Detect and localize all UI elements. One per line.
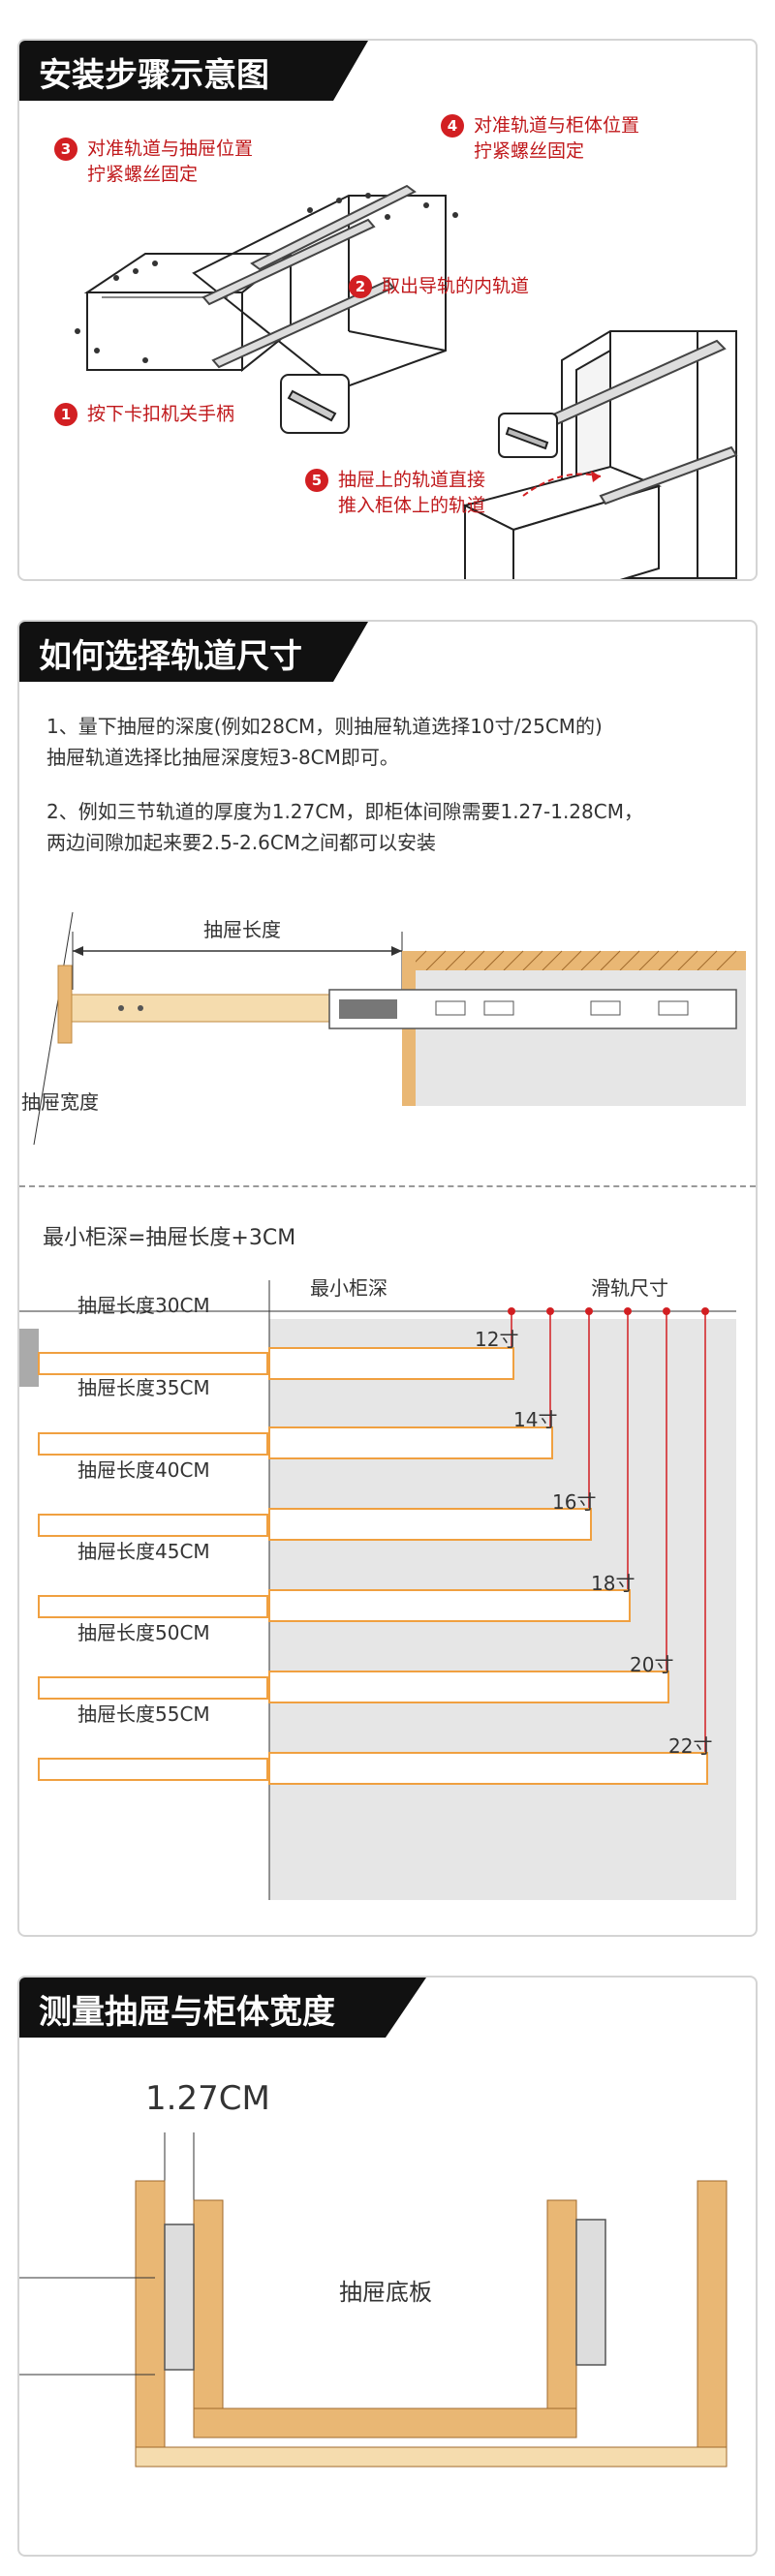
width-cross-section — [19, 2132, 728, 2468]
install-panel: 安装步骤示意图 — [17, 39, 758, 581]
row-1-rail: 12寸 — [475, 1328, 519, 1351]
drawer-length-label: 抽屉长度 — [203, 918, 281, 941]
step-5-number: 5 — [305, 468, 328, 492]
step-2-text: 取出导轨的内轨道 — [382, 275, 530, 297]
row-3-drawer: 抽屉长度40CM — [78, 1458, 210, 1482]
thickness-label: 1.27CM — [145, 2079, 270, 2118]
drawer-box-right — [462, 465, 663, 579]
step-2-number: 2 — [349, 274, 372, 298]
step-3-text2: 拧紧螺丝固定 — [87, 163, 199, 185]
step-3: 3 对准轨道与抽屉位置 拧紧螺丝固定 — [54, 136, 253, 187]
step-1: 1 按下卡扣机关手柄 — [54, 401, 234, 427]
tip-1: 1、量下抽屉的深度(例如28CM，则抽屉轨道选择10寸/25CM的) 抽屉轨道选… — [46, 711, 603, 773]
min-cabinet-label: 最小柜深 — [310, 1276, 388, 1300]
row-5-drawer: 抽屉长度50CM — [78, 1621, 210, 1644]
tip-1-line1: 1、量下抽屉的深度(例如28CM，则抽屉轨道选择10寸/25CM的) — [46, 715, 603, 738]
tip-2-line1: 2、例如三节轨道的厚度为1.27CM，即柜体间隙需要1.27-1.28CM， — [46, 800, 643, 823]
step-4-text: 对准轨道与柜体位置 — [474, 114, 640, 137]
row-2-rail: 14寸 — [513, 1408, 558, 1431]
tip-1-line2: 抽屉轨道选择比抽屉深度短3-8CM即可。 — [46, 746, 399, 769]
tip-2: 2、例如三节轨道的厚度为1.27CM，即柜体间隙需要1.27-1.28CM， 两… — [46, 796, 643, 858]
install-illustration — [75, 184, 738, 579]
step-1-text: 按下卡扣机关手柄 — [87, 403, 235, 425]
row-6-rail: 22寸 — [668, 1734, 713, 1758]
step-3-text: 对准轨道与抽屉位置 — [87, 138, 254, 160]
drawer-width-label: 抽屉宽度 — [21, 1090, 99, 1114]
rail-rows — [38, 1347, 708, 1785]
step-4-text2: 拧紧螺丝固定 — [474, 139, 585, 162]
step-4: 4 对准轨道与柜体位置 拧紧螺丝固定 — [441, 112, 639, 164]
row-4-drawer: 抽屉长度45CM — [78, 1540, 210, 1563]
screws-left — [75, 193, 458, 363]
rail-left-bottom — [211, 279, 395, 369]
step-1-number: 1 — [54, 402, 78, 426]
tip-2-line2: 两边间隙加起来要2.5-2.6CM之间都可以安装 — [46, 831, 437, 854]
separator — [19, 1185, 756, 1187]
rail-zoom-right — [498, 413, 558, 458]
row-4-rail: 18寸 — [591, 1572, 636, 1595]
rail-right — [521, 339, 738, 506]
row-1-drawer: 抽屉长度30CM — [78, 1294, 210, 1317]
choose-title: 如何选择轨道尺寸 — [19, 622, 368, 682]
cabinet-walls — [135, 2180, 728, 2468]
rail-left-top — [202, 184, 417, 306]
latch-zoom — [280, 374, 350, 434]
row-6-drawer: 抽屉长度55CM — [78, 1702, 210, 1726]
measure-title: 测量抽屉与柜体宽度 — [19, 1978, 426, 2038]
rail-size-label: 滑轨尺寸 — [591, 1276, 668, 1300]
step-2: 2 取出导轨的内轨道 — [349, 273, 529, 299]
step-5-text: 抽屉上的轨道直接 — [338, 469, 486, 491]
rail-size-chart — [19, 1280, 736, 1900]
rail-size-droplines — [511, 1311, 706, 1779]
row-3-rail: 16寸 — [552, 1490, 597, 1514]
choose-panel: 如何选择轨道尺寸 1、量下抽屉的深度(例如28CM，则抽屉轨道选择10寸/25C… — [17, 620, 758, 1937]
drawer-length-diagram — [33, 912, 746, 1145]
step-3-number: 3 — [54, 137, 78, 161]
row-2-drawer: 抽屉长度35CM — [78, 1376, 210, 1399]
bottom-board-label: 抽屉底板 — [339, 2279, 432, 2306]
row-5-rail: 20寸 — [630, 1653, 674, 1676]
step-4-number: 4 — [441, 113, 464, 138]
install-title: 安装步骤示意图 — [19, 41, 368, 101]
step-5: 5 抽屉上的轨道直接 推入柜体上的轨道 — [305, 467, 485, 518]
push-arrow — [522, 473, 602, 497]
step-5-text2: 推入柜体上的轨道 — [338, 494, 486, 516]
rails-side — [164, 2219, 606, 2371]
measure-panel: 测量抽屉与柜体宽度 1.27CM 抽屉底板 — [17, 1976, 758, 2557]
formula: 最小柜深=抽屉长度+3CM — [43, 1226, 296, 1250]
